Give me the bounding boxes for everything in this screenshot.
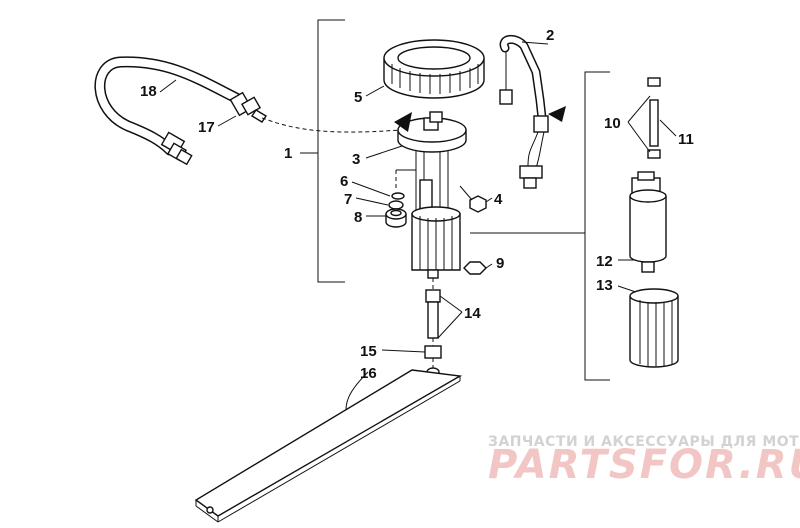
washer-7 [388,200,404,210]
pump-sleeve-13 [617,285,679,368]
lock-ring-5 [383,39,485,99]
callout-13: 13 [596,277,613,294]
callout-3: 3 [352,151,360,168]
callout-18: 18 [140,83,157,100]
hose-clamp-17-lower [160,131,193,166]
pump-module-flange-3 [394,111,467,215]
fuel-filter-8 [385,169,416,228]
callout-1: 1 [284,145,292,162]
watermark-tagline: ЗАПЧАСТИ И АКСЕССУАРЫ ДЛЯ МОТОТЕХНИКИ [488,434,800,450]
fuel-pump-motor-12 [618,171,667,273]
watermark-logo: PARTSFOR.RU [488,442,800,488]
callout-7: 7 [344,191,352,208]
pump-canister [411,206,461,279]
nut-4 [459,185,487,213]
callout-2: 2 [546,27,554,44]
callout-15: 15 [360,343,377,360]
bracket-10-lines [627,95,677,153]
grommet-9 [463,261,487,275]
callout-10: 10 [604,115,621,132]
callout-11: 11 [678,131,694,148]
fuel-hose-18 [94,56,246,156]
callout-labels: 1 2 3 4 5 6 7 8 9 10 11 12 13 14 15 16 1… [140,27,694,382]
callout-4: 4 [494,191,503,208]
callout-17: 17 [198,119,215,136]
assembly-bracket-1 [300,19,345,283]
leader-lines [159,41,549,411]
filter-tube-11 [647,77,661,159]
strap-16 [194,369,463,523]
callout-5: 5 [354,89,362,106]
callout-8: 8 [354,209,362,226]
o-ring-6 [391,192,405,200]
callout-9: 9 [496,255,504,272]
callout-14: 14 [464,305,481,322]
tube-14 [425,278,441,346]
hose-clamp-17-upper [229,91,267,123]
callout-16: 16 [360,365,377,382]
callout-6: 6 [340,173,348,190]
pump-kit-bracket [470,71,610,381]
wire-harness-2 [499,35,566,189]
callout-12: 12 [596,253,613,270]
